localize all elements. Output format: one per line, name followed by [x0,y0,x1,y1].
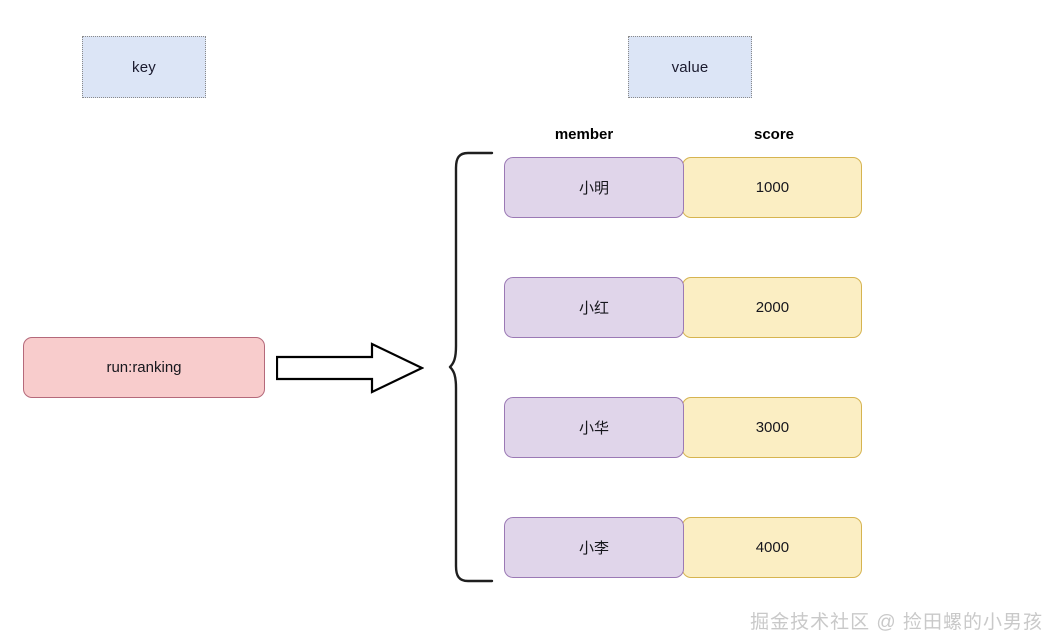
member-cell: 小红 [504,277,684,338]
legend-value-box: value [628,36,752,98]
value-group-brace-icon [448,151,494,583]
member-cell: 小明 [504,157,684,218]
score-cell: 1000 [682,157,863,218]
table-row: 小李 4000 [504,517,864,578]
table-row: 小华 3000 [504,397,864,458]
member-value: 小李 [578,540,609,557]
score-value: 2000 [755,299,790,316]
table-row: 小明 1000 [504,157,864,218]
score-cell: 4000 [682,517,863,578]
redis-key-node: run:ranking [23,337,265,398]
column-header-score: score [753,126,795,143]
column-header-member: member [554,126,614,143]
member-value: 小华 [578,420,609,437]
redis-key-label: run:ranking [106,359,182,376]
member-cell: 小华 [504,397,684,458]
score-value: 4000 [755,539,790,556]
score-cell: 2000 [682,277,863,338]
right-block-arrow-icon [276,342,424,394]
member-value: 小明 [578,180,609,197]
legend-key-box: key [82,36,206,98]
table-row: 小红 2000 [504,277,864,338]
member-cell: 小李 [504,517,684,578]
score-value: 1000 [755,179,790,196]
score-value: 3000 [755,419,790,436]
legend-value-label: value [671,58,709,76]
score-cell: 3000 [682,397,863,458]
legend-key-label: key [132,58,156,76]
member-value: 小红 [578,300,609,317]
watermark-text: 掘金技术社区 @ 捡田螺的小男孩 [750,612,1043,633]
